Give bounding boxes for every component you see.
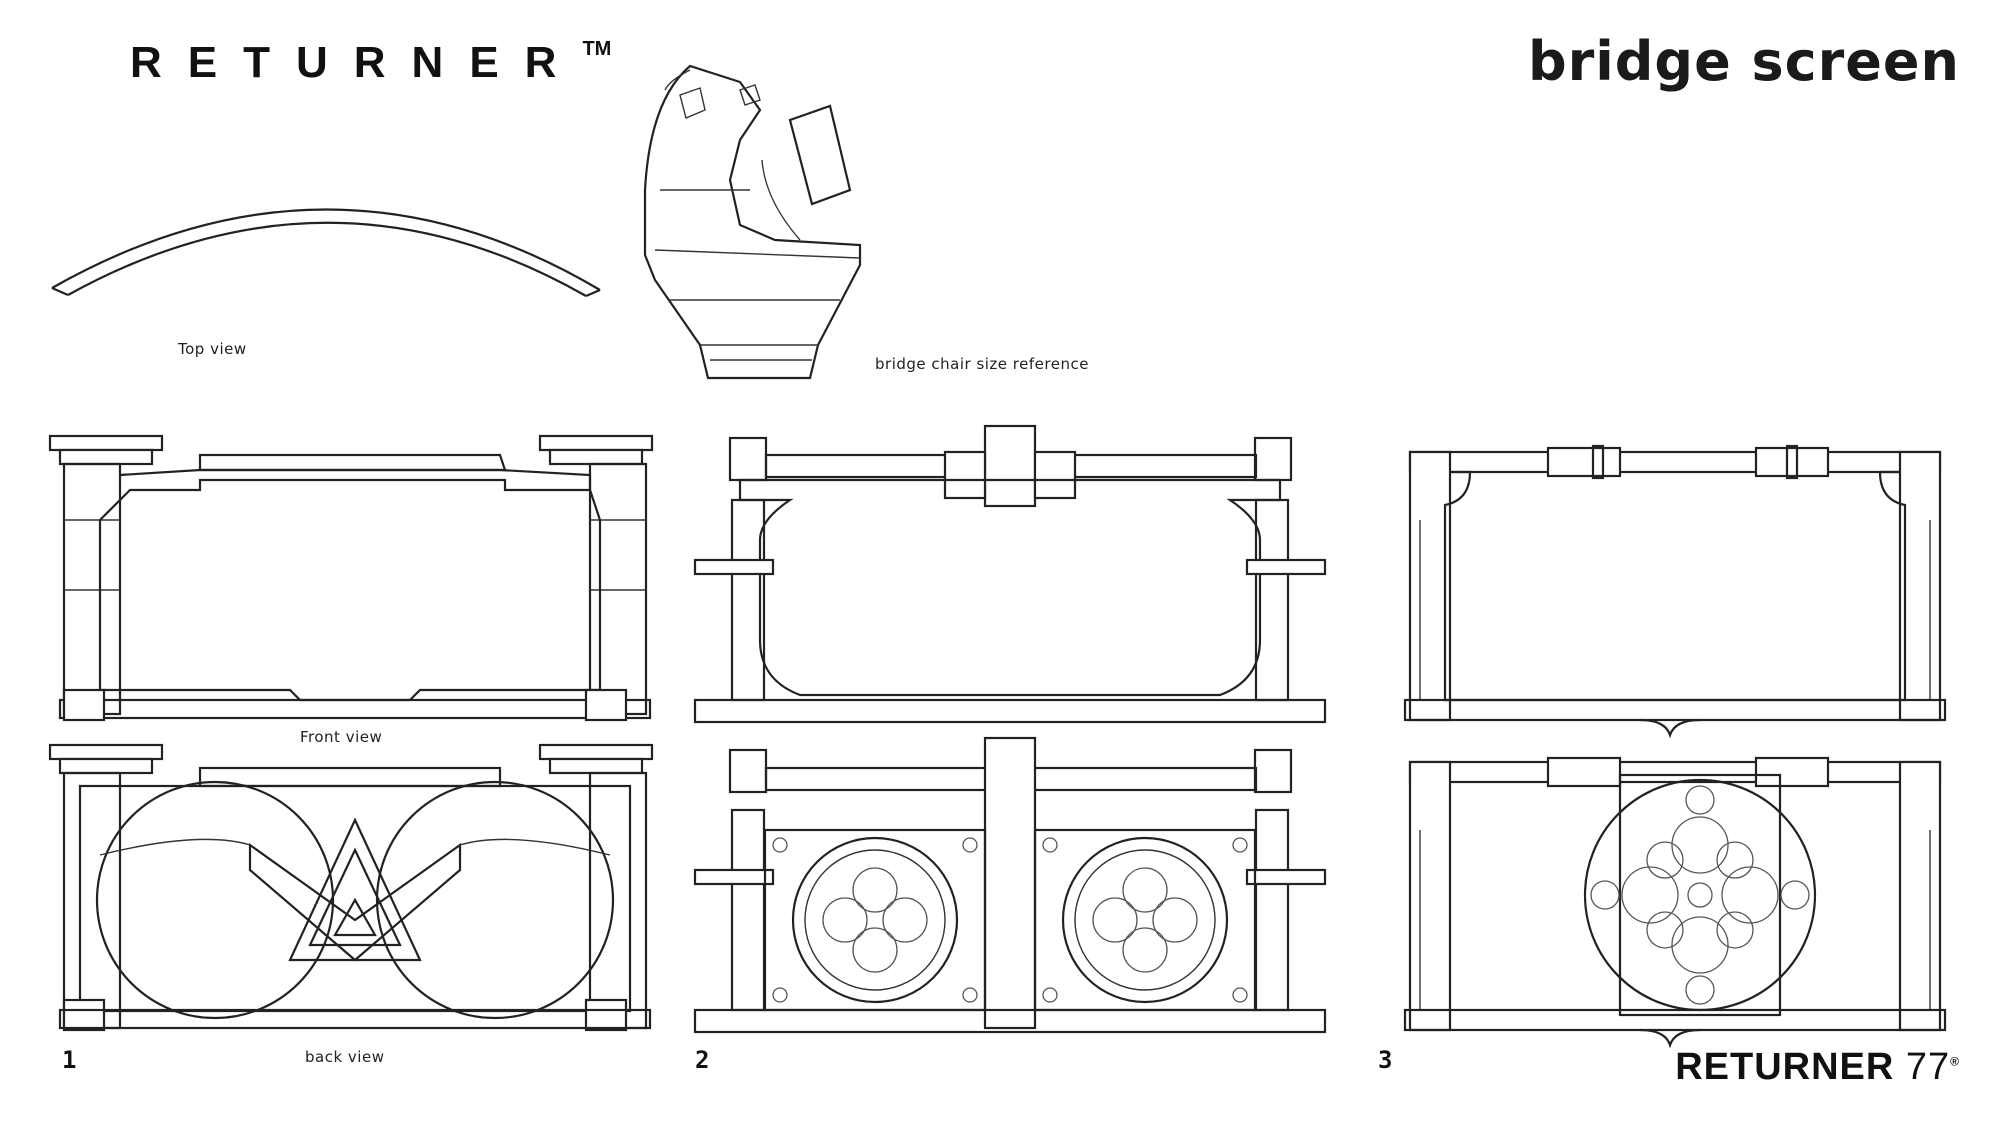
variant-number-1: 1 bbox=[62, 1046, 77, 1074]
registered-mark: ® bbox=[1950, 1054, 1960, 1069]
brand-logo-bottom-word: RETURNER bbox=[1675, 1046, 1895, 1088]
caption-back-view: back view bbox=[305, 1048, 385, 1066]
caption-top-view: Top view bbox=[178, 340, 247, 358]
brand-logo-bottom-number: 77 bbox=[1905, 1046, 1951, 1088]
bridge-chair-drawing bbox=[643, 64, 862, 380]
top-view-drawing bbox=[51, 208, 601, 298]
variant-number-3: 3 bbox=[1378, 1046, 1393, 1074]
trademark-mark: TM bbox=[582, 38, 612, 61]
variant-1-front-view bbox=[48, 434, 654, 722]
caption-chair-reference: bridge chair size reference bbox=[875, 355, 1089, 373]
variant-3-back-view bbox=[1403, 756, 1947, 1049]
variant-1-back-view bbox=[48, 743, 654, 1032]
variant-2-front-view bbox=[693, 424, 1327, 724]
variant-3-front-view bbox=[1403, 444, 1947, 739]
brand-logo-top: RETURNERTM bbox=[130, 38, 611, 88]
page-title: bridge screen bbox=[1527, 30, 1960, 93]
brand-logo-bottom: RETURNER 77® bbox=[1675, 1046, 1960, 1089]
caption-front-view: Front view bbox=[300, 728, 383, 746]
variant-2-back-view bbox=[693, 736, 1327, 1034]
brand-logo-text: RETURNER bbox=[130, 38, 583, 87]
variant-number-2: 2 bbox=[695, 1046, 710, 1074]
